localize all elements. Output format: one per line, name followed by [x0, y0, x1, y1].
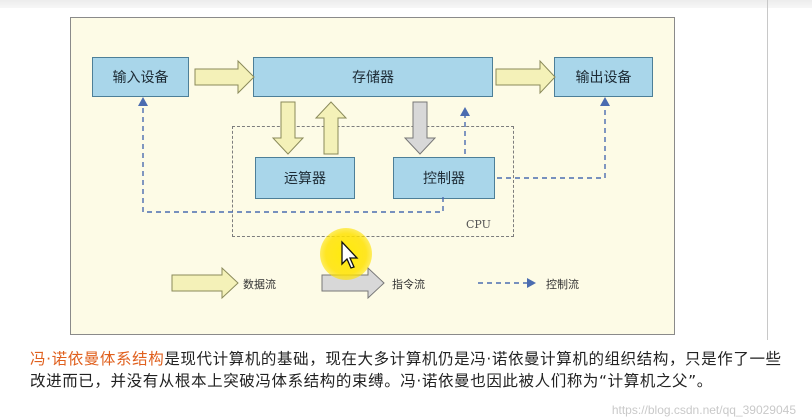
data-flow-legend-label: 数据流 — [243, 278, 276, 291]
instruction-flow-legend-label: 指令流 — [392, 278, 425, 291]
right-rule — [767, 0, 768, 340]
input-device-box: 输入设备 — [92, 57, 189, 97]
caption-paragraph: 冯·诺依曼体系结构是现代计算机的基础，现在大多计算机仍是冯·诺依曼计算机的组织结… — [30, 348, 790, 392]
control-unit-box: 控制器 — [393, 157, 495, 199]
watermark: https://blog.csdn.net/qq_39029045 — [611, 403, 796, 417]
caption-text: 是现代计算机的基础，现在大多计算机仍是冯·诺依曼计算机的组织结构，只是作了一些改… — [30, 350, 782, 390]
control-flow-legend-label: 控制流 — [546, 278, 579, 291]
output-device-box: 输出设备 — [554, 57, 653, 97]
caption-highlight: 冯·诺依曼体系结构 — [30, 350, 165, 368]
cpu-label: CPU — [466, 218, 491, 231]
memory-box: 存储器 — [253, 57, 493, 97]
mouse-pointer-icon — [341, 240, 359, 269]
alu-box: 运算器 — [255, 157, 355, 199]
top-strip — [0, 0, 812, 8]
